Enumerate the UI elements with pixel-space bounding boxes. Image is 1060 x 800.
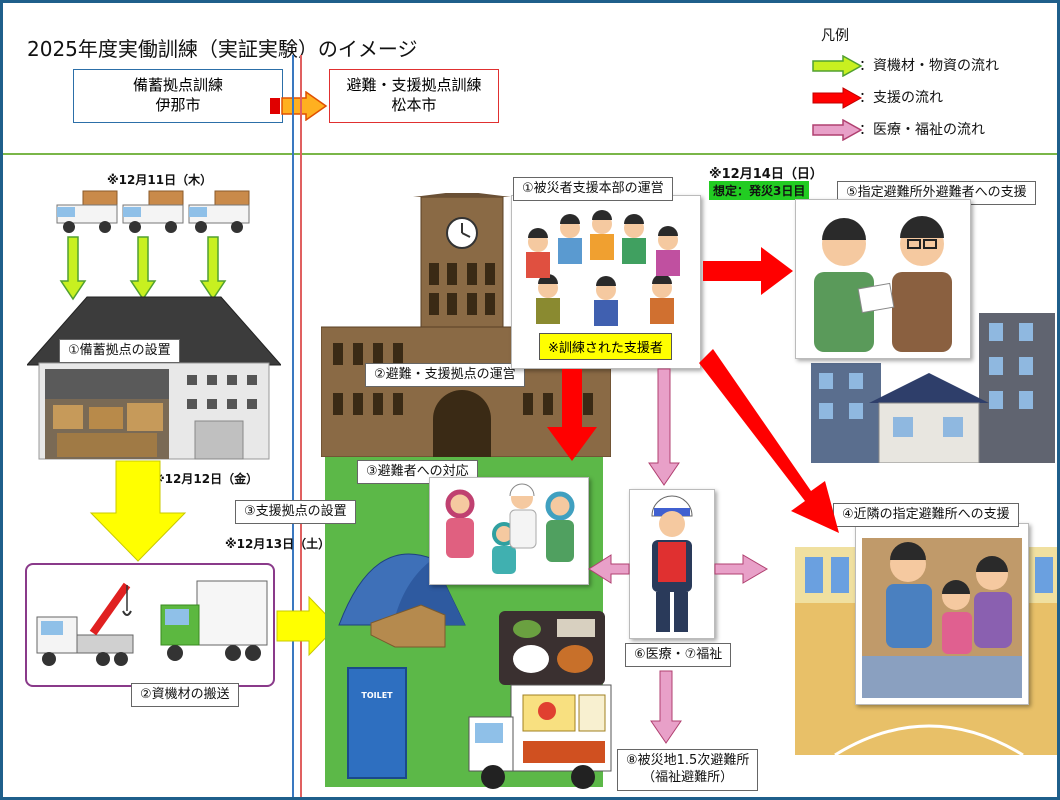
family-in-shelter-illustration	[862, 538, 1022, 698]
transport-to-base-arrow	[276, 595, 338, 657]
toilet-sign: TOILET	[361, 691, 393, 700]
meeting-group-illustration	[526, 210, 680, 326]
shelter-training-city: 松本市	[391, 95, 437, 114]
trucks-to-warehouse-arrows	[59, 236, 227, 301]
label-trained-supporters: ※訓練された支援者	[539, 333, 672, 360]
medical-worker-photo	[629, 489, 715, 639]
shelter-training-box: 避難・支援拠点訓練 松本市	[329, 69, 499, 123]
label-secondary-evacuation-line2: （福祉避難所）	[642, 769, 734, 785]
legend-heading: 凡例	[821, 28, 849, 44]
arrow-medical-to-secondary-shelter	[650, 670, 682, 744]
warehouse-to-transport-arrow	[89, 460, 187, 562]
truck-1	[56, 190, 118, 233]
label-nearby-shelter-support: ④近隣の指定避難所への支援	[833, 503, 1019, 527]
legend-arrow-medical	[812, 119, 863, 141]
truck-2	[122, 190, 184, 233]
supply-trucks-illustration	[56, 190, 250, 233]
legend-label-support: ：支援の流れ	[859, 90, 943, 106]
date-dec-11: ※12月11日（木）	[107, 173, 213, 187]
date-dec-14: ※12月14日（日）	[709, 167, 823, 182]
label-secondary-evacuation-line1: ⑧被災地1.5次避難所	[626, 753, 750, 768]
vertical-divider-blue	[292, 55, 294, 797]
header-arrow-head	[281, 91, 328, 121]
arrow-hq-to-medical	[648, 368, 680, 486]
cargo-truck	[160, 580, 268, 661]
two-people-talking-illustration	[814, 216, 952, 352]
portable-toilet: TOILET	[347, 667, 407, 779]
label-shelter-hub-operation: ②避難・支援拠点の運営	[365, 363, 525, 387]
food-truck-illustration	[468, 684, 612, 789]
crane-truck	[36, 582, 134, 666]
label-outside-shelter-support: ⑤指定避難所外避難者への支援	[837, 181, 1036, 205]
date-dec-12: ※12月12日（金）	[153, 472, 259, 486]
shelter-training-label: 避難・支援拠点訓練	[346, 76, 482, 94]
scenario-badge: 想定：発災3日目	[709, 181, 810, 200]
cardboard-box	[370, 604, 446, 648]
meal-tray-illustration	[499, 611, 605, 685]
label-hq-operation: ①被災者支援本部の運営	[513, 177, 673, 201]
label-medical-welfare: ⑥医療・⑦福祉	[625, 643, 732, 667]
legend-arrow-materials	[812, 55, 863, 77]
nearby-shelter-photo	[855, 523, 1029, 705]
label-support-base-setup: ③支援拠点の設置	[235, 500, 356, 524]
horizontal-divider	[3, 153, 1057, 155]
stockpile-training-box: 備蓄拠点訓練 伊那市	[73, 69, 283, 123]
truck-3	[188, 190, 250, 233]
header-arrow-tail	[270, 98, 280, 114]
vertical-divider-red	[300, 55, 302, 797]
damaged-houses-illustration	[811, 313, 1055, 463]
label-stockpile-base-setup: ①備蓄拠点の設置	[59, 339, 180, 363]
legend-label-medical: ：医療・福祉の流れ	[859, 122, 985, 138]
legend-arrow-support	[812, 87, 863, 109]
date-dec-13: ※12月13日（土）	[225, 537, 331, 551]
warehouse-illustration	[27, 296, 281, 460]
evacuee-group-illustration	[445, 483, 575, 574]
arrow-medical-to-nearby-shelter	[714, 554, 768, 584]
stockpile-training-city: 伊那市	[155, 95, 201, 114]
arrow-hq-to-outside-shelter	[703, 247, 793, 295]
diagram-title: 2025年度実働訓練（実証実験）のイメージ	[27, 37, 418, 61]
evacuee-response-photo	[429, 477, 589, 585]
legend-label-materials: ：資機材・物資の流れ	[859, 58, 999, 74]
crane-and-cargo-trucks-illustration	[36, 580, 268, 666]
label-equipment-transport: ②資機材の搬送	[131, 683, 239, 707]
header-arrow	[270, 91, 328, 121]
stockpile-training-label: 備蓄拠点訓練	[132, 76, 223, 94]
rescue-worker-illustration	[651, 495, 693, 632]
label-secondary-evacuation: ⑧被災地1.5次避難所 （福祉避難所）	[617, 749, 759, 791]
outside-shelter-photo	[795, 199, 971, 359]
